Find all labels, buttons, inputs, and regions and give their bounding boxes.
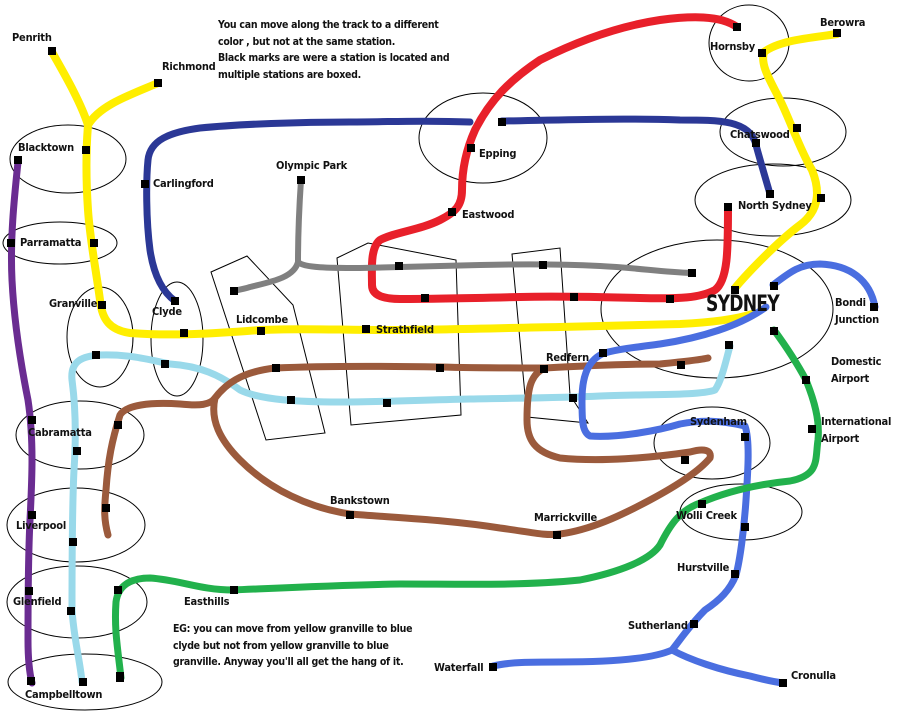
station-label-berowra[interactable]: Berowra xyxy=(820,16,866,29)
station-label-glenfield[interactable]: Glenfield xyxy=(13,595,62,608)
label-line: Bondi xyxy=(835,296,866,309)
station-label-wolli-creek[interactable]: Wolli Creek xyxy=(676,509,737,522)
note-line: You can move along the track to a differ… xyxy=(218,19,439,31)
yellow-line xyxy=(48,30,841,339)
station-label-easthills[interactable]: Easthills xyxy=(184,595,230,608)
note-line: Black marks are were a station is locate… xyxy=(218,52,450,64)
station-label-north-sydney[interactable]: North Sydney xyxy=(738,199,812,212)
station-label-sutherland[interactable]: Sutherland xyxy=(628,619,688,632)
station-markers xyxy=(7,23,878,687)
gray-line xyxy=(230,177,695,294)
station-label-carlingford[interactable]: Carlingford xyxy=(153,177,214,190)
note-line: color , but not at the same station. xyxy=(218,35,396,48)
station-label-domestic-airport[interactable]: Domestic Airport xyxy=(831,355,882,385)
sydney-hub-label: SYDNEY xyxy=(706,292,780,317)
station-label-olympic-park[interactable]: Olympic Park xyxy=(276,159,348,172)
instructions-note: You can move along the track to a differ… xyxy=(218,17,450,83)
station-label-strathfield[interactable]: Strathfield xyxy=(376,323,434,336)
station-label-penrith[interactable]: Penrith xyxy=(12,31,52,44)
label-line: International xyxy=(821,415,892,428)
station-label-liverpool[interactable]: Liverpool xyxy=(16,519,67,532)
station-label-bondi-junction[interactable]: Bondi Junction xyxy=(835,297,879,326)
station-label-redfern[interactable]: Redfern xyxy=(546,351,589,364)
label-line: Junction xyxy=(835,313,880,326)
note-line: multiple stations are boxed. xyxy=(218,68,361,81)
station-label-campbelltown[interactable]: Campbelltown xyxy=(25,688,103,701)
station-label-parramatta[interactable]: Parramatta xyxy=(20,236,82,249)
label-line: Airport xyxy=(821,432,860,445)
station-label-lidcombe[interactable]: Lidcombe xyxy=(236,313,288,326)
station-label-hornsby[interactable]: Hornsby xyxy=(710,40,756,53)
station-label-chatswood[interactable]: Chatswood xyxy=(730,128,790,141)
station-label-granville[interactable]: Granville xyxy=(49,297,98,310)
station-label-waterfall[interactable]: Waterfall xyxy=(434,661,484,674)
station-label-cabramatta[interactable]: Cabramatta xyxy=(28,426,92,439)
station-label-richmond[interactable]: Richmond xyxy=(162,60,216,73)
purple-line xyxy=(7,158,36,687)
note-line: granville. Anyway you'll all get the han… xyxy=(173,656,404,668)
green-line xyxy=(111,326,822,682)
note-line: clyde but not from yellow granville to b… xyxy=(173,639,389,652)
station-label-clyde[interactable]: Clyde xyxy=(152,305,182,318)
station-label-marrickville[interactable]: Marrickville xyxy=(534,511,598,524)
station-label-sydenham[interactable]: Sydenham xyxy=(690,415,747,428)
station-label-blacktown[interactable]: Blacktown xyxy=(18,141,74,154)
red-line xyxy=(367,13,741,303)
note-line: EG: you can move from yellow granville t… xyxy=(173,623,413,635)
station-label-eastwood[interactable]: Eastwood xyxy=(462,208,515,221)
station-label-epping[interactable]: Epping xyxy=(479,147,517,160)
label-line: Domestic xyxy=(831,355,882,368)
station-label-hurstville[interactable]: Hurstville xyxy=(677,561,730,574)
label-line: Airport xyxy=(831,372,870,385)
example-note: EG: you can move from yellow granville t… xyxy=(173,621,413,671)
station-label-cronulla[interactable]: Cronulla xyxy=(791,669,836,682)
station-label-international-airport[interactable]: International Airport xyxy=(821,416,891,445)
station-label-bankstown[interactable]: Bankstown xyxy=(330,494,390,507)
brown-line xyxy=(101,354,714,539)
navy-line xyxy=(143,115,774,305)
